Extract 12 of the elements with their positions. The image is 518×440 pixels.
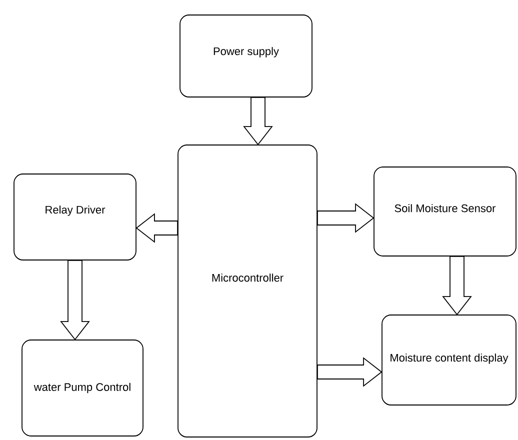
process-box: Microcontroller (178, 144, 318, 438)
block-arrow (317, 203, 374, 233)
process-box: water Pump Control (22, 340, 144, 436)
process-box: Soil Moisture Sensor (374, 166, 516, 256)
process-box: Relay Driver (14, 174, 136, 260)
block-arrow (136, 213, 178, 243)
process-box: Moisture content display (382, 314, 516, 406)
block-arrow (442, 256, 472, 316)
block-arrow (60, 260, 90, 340)
process-box: Power supply (180, 14, 312, 98)
block-arrow (243, 97, 273, 146)
block-arrow (317, 357, 382, 387)
